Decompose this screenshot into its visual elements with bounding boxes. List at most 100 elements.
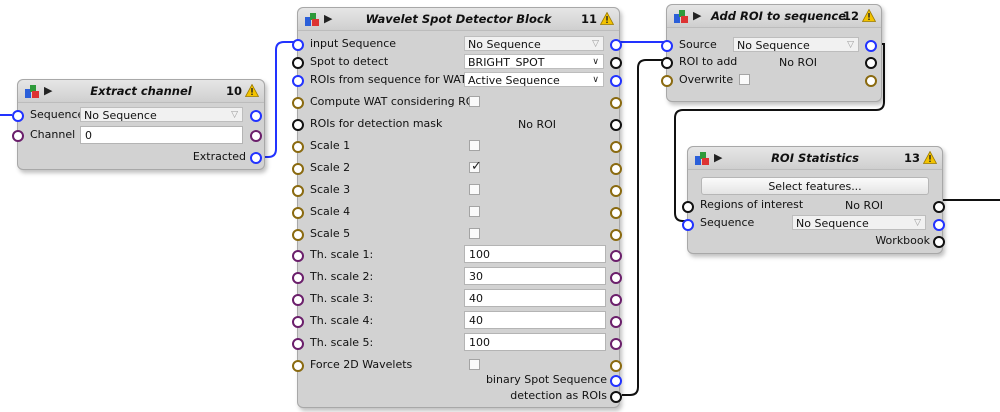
- compute-wat-checkbox[interactable]: [469, 96, 480, 107]
- scale-3-checkbox[interactable]: [469, 184, 480, 195]
- th-scale-2-output-port[interactable]: [610, 272, 622, 284]
- wire-detection-to-roi-to-add: [622, 59, 665, 396]
- rois-wat-label: ROIs from sequence for WAT: [310, 73, 467, 86]
- source-dropdown[interactable]: No Sequence▽: [733, 37, 859, 52]
- warning-icon[interactable]: [923, 151, 937, 164]
- play-icon[interactable]: ▶: [714, 151, 723, 164]
- th-scale-4-output-port[interactable]: [610, 316, 622, 328]
- compute-wat-output-port[interactable]: [610, 97, 622, 109]
- roi-statistics-block[interactable]: ▶ ROI Statistics 13 Select features... R…: [682, 146, 945, 254]
- rois-mask-port[interactable]: [292, 119, 304, 131]
- roi-to-add-input-port[interactable]: [661, 57, 673, 69]
- th-scale-4-port[interactable]: [292, 316, 304, 328]
- th-scale-4-field[interactable]: 40: [464, 311, 606, 329]
- compute-wat-port[interactable]: [292, 97, 304, 109]
- scale-4-output-port[interactable]: [610, 207, 622, 219]
- th-scale-3-field[interactable]: 40: [464, 289, 606, 307]
- th-scale-5-output-port[interactable]: [610, 338, 622, 350]
- overwrite-input-port[interactable]: [661, 75, 673, 87]
- detection-as-rois-port[interactable]: [610, 391, 622, 403]
- scale-1-label: Scale 1: [310, 139, 351, 152]
- regions-label: Regions of interest: [700, 198, 804, 211]
- spot-to-detect-label: Spot to detect: [310, 55, 389, 68]
- block-logo-icon: [305, 13, 319, 26]
- scale-5-port[interactable]: [292, 229, 304, 241]
- channel-input-port[interactable]: [12, 130, 24, 142]
- extracted-output-port[interactable]: [250, 152, 262, 164]
- block-header[interactable]: ▶ Add ROI to sequence 12: [667, 5, 881, 28]
- spot-to-detect-dropdown[interactable]: BRIGHT_SPOT∨: [464, 54, 604, 69]
- th-scale-5-port[interactable]: [292, 338, 304, 350]
- force-2d-output-port[interactable]: [610, 360, 622, 372]
- th-scale-1-output-port[interactable]: [610, 250, 622, 262]
- th-scale-1-field[interactable]: 100: [464, 245, 606, 263]
- force-2d-port[interactable]: [292, 360, 304, 372]
- block-header[interactable]: ▶ ROI Statistics 13: [688, 147, 942, 170]
- input-sequence-dropdown[interactable]: No Sequence▽: [464, 36, 604, 51]
- scale-3-port[interactable]: [292, 185, 304, 197]
- th-scale-3-output-port[interactable]: [610, 294, 622, 306]
- rois-wat-port[interactable]: [292, 75, 304, 87]
- block-header[interactable]: ▶ Extract channel 10: [18, 80, 264, 103]
- binary-spot-sequence-port[interactable]: [610, 375, 622, 387]
- sequence-input-port[interactable]: [12, 110, 24, 122]
- rois-mask-output-port[interactable]: [610, 119, 622, 131]
- scale-5-checkbox[interactable]: [469, 228, 480, 239]
- warning-icon[interactable]: [245, 84, 259, 97]
- rois-wat-dropdown[interactable]: Active Sequence∨: [464, 72, 604, 87]
- scale-2-checkbox[interactable]: ✓: [469, 159, 482, 174]
- th-scale-2-field[interactable]: 30: [464, 267, 606, 285]
- scale-5-output-port[interactable]: [610, 229, 622, 241]
- select-features-button[interactable]: Select features...: [701, 177, 929, 195]
- regions-output-port[interactable]: [933, 201, 945, 213]
- scale-1-port[interactable]: [292, 141, 304, 153]
- warning-icon[interactable]: [862, 9, 876, 22]
- block-header[interactable]: ▶ Wavelet Spot Detector Block 11: [298, 8, 619, 31]
- th-scale-3-label: Th. scale 3:: [310, 292, 374, 305]
- play-icon[interactable]: ▶: [693, 9, 702, 22]
- scale-3-output-port[interactable]: [610, 185, 622, 197]
- spot-to-detect-output-port[interactable]: [610, 57, 622, 69]
- chevron-down-icon: ∨: [592, 57, 599, 67]
- scale-1-output-port[interactable]: [610, 141, 622, 153]
- channel-output-port[interactable]: [250, 130, 262, 142]
- input-sequence-output-port[interactable]: [610, 39, 622, 51]
- stats-sequence-output-port[interactable]: [933, 219, 945, 231]
- regions-input-port[interactable]: [682, 201, 694, 213]
- roi-to-add-output-port[interactable]: [865, 57, 877, 69]
- input-sequence-port[interactable]: [292, 39, 304, 51]
- scale-1-checkbox[interactable]: [469, 140, 480, 151]
- sequence-dropdown[interactable]: No Sequence▽: [80, 107, 243, 122]
- channel-field[interactable]: 0: [80, 126, 243, 144]
- sequence-output-port[interactable]: [250, 110, 262, 122]
- overwrite-checkbox[interactable]: [739, 74, 750, 85]
- workbook-output-port[interactable]: [933, 236, 945, 248]
- th-scale-5-field[interactable]: 100: [464, 333, 606, 351]
- warning-icon[interactable]: [600, 12, 614, 25]
- th-scale-3-port[interactable]: [292, 294, 304, 306]
- extract-channel-block[interactable]: ▶ Extract channel 10 Sequence No Sequenc…: [12, 79, 265, 170]
- force-2d-label: Force 2D Wavelets: [310, 358, 413, 371]
- th-scale-2-port[interactable]: [292, 272, 304, 284]
- th-scale-1-port[interactable]: [292, 250, 304, 262]
- scale-4-checkbox[interactable]: [469, 206, 480, 217]
- overwrite-output-port[interactable]: [865, 75, 877, 87]
- th-scale-4-label: Th. scale 4:: [310, 314, 374, 327]
- stats-sequence-input-port[interactable]: [682, 219, 694, 231]
- play-icon[interactable]: ▶: [324, 12, 333, 25]
- source-output-port[interactable]: [865, 40, 877, 52]
- force-2d-checkbox[interactable]: [469, 359, 480, 370]
- play-icon[interactable]: ▶: [44, 84, 53, 97]
- wavelet-spot-detector-block[interactable]: ▶ Wavelet Spot Detector Block 11 input S…: [292, 7, 622, 408]
- spot-to-detect-port[interactable]: [292, 57, 304, 69]
- source-input-port[interactable]: [661, 40, 673, 52]
- add-roi-to-sequence-block[interactable]: ▶ Add ROI to sequence 12 Source No Seque…: [661, 4, 882, 102]
- rois-wat-output-port[interactable]: [610, 75, 622, 87]
- stats-sequence-dropdown[interactable]: No Sequence▽: [792, 215, 926, 230]
- rois-mask-label: ROIs for detection mask: [310, 117, 443, 130]
- roi-to-add-value: No ROI: [779, 56, 818, 69]
- scale-2-output-port[interactable]: [610, 163, 622, 175]
- scale-2-port[interactable]: [292, 163, 304, 175]
- scale-4-port[interactable]: [292, 207, 304, 219]
